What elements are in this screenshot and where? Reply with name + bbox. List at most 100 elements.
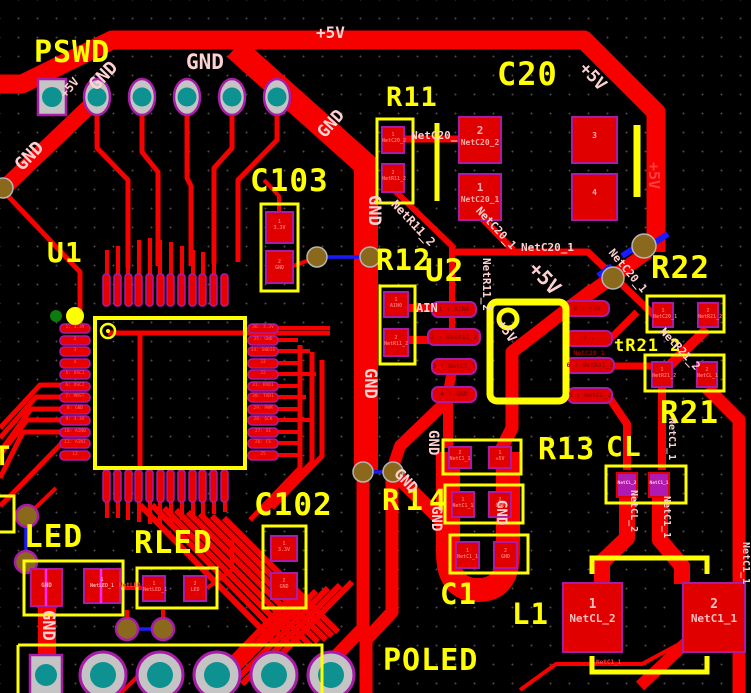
r12-pad-2[interactable] <box>383 328 409 357</box>
label-u2[interactable]: U2 <box>425 253 465 289</box>
label-c102[interactable]: C102 <box>254 487 333 523</box>
label-tr21-2[interactable]: tR21_2 <box>614 336 682 356</box>
c1-outline[interactable] <box>448 533 530 575</box>
r12-pad-1[interactable] <box>383 291 409 318</box>
rled-pad-1[interactable] <box>142 575 166 602</box>
via[interactable] <box>359 246 381 268</box>
c1-pad-2[interactable] <box>493 541 518 569</box>
u2-pad-2[interactable] <box>427 328 481 346</box>
u2-outline[interactable] <box>486 298 570 405</box>
r14-pad-1[interactable] <box>451 491 475 518</box>
via[interactable] <box>601 266 625 290</box>
via[interactable] <box>150 616 176 642</box>
label-l1[interactable]: L1 <box>512 597 549 631</box>
c103-outline[interactable] <box>259 202 300 293</box>
c102-outline[interactable] <box>261 524 308 610</box>
label-partial-t: T <box>0 441 12 472</box>
c103-pad-1[interactable] <box>265 211 294 244</box>
r13-pad-2[interactable] <box>448 446 472 469</box>
trace-netc20-1[interactable] <box>455 248 658 319</box>
label-c20[interactable]: C20 <box>497 55 558 93</box>
via[interactable] <box>382 461 404 483</box>
u1-outline[interactable] <box>93 316 247 470</box>
cl-outline[interactable] <box>604 464 688 505</box>
u2-pad8-text: 8 : +5V <box>573 304 601 312</box>
r13-pad-1[interactable] <box>488 446 512 469</box>
via[interactable] <box>631 233 657 259</box>
cl-pad-1[interactable] <box>616 472 638 498</box>
u2-pad-1[interactable] <box>431 301 477 318</box>
via[interactable] <box>352 461 374 483</box>
r12-outline[interactable] <box>378 284 417 366</box>
pad-crosshair-lines <box>44 569 103 606</box>
u1-pin-label: 29: PWM <box>253 406 273 411</box>
c102-pad-1[interactable] <box>270 535 298 562</box>
connector-pads[interactable] <box>28 77 356 693</box>
l1-pad-1[interactable] <box>562 582 623 653</box>
via[interactable] <box>306 246 328 268</box>
trace-3v3-inner[interactable] <box>108 330 330 468</box>
label-r11[interactable]: R11 <box>386 82 438 113</box>
label-c1[interactable]: C1 <box>440 577 477 611</box>
trace-5v-top[interactable] <box>0 30 666 252</box>
r11-pad-1[interactable] <box>381 126 405 154</box>
label-r12[interactable]: R12 <box>376 243 432 277</box>
trace-bundle-b[interactable] <box>201 579 355 691</box>
label-cl[interactable]: CL <box>606 430 642 463</box>
l1-pad-2[interactable] <box>682 582 746 653</box>
cl-pad-2[interactable] <box>648 472 670 498</box>
u2-pad1-text: 1 : AIN0 <box>438 305 470 313</box>
c102-pad-2[interactable] <box>270 572 298 600</box>
c1-pad-1[interactable] <box>455 541 480 569</box>
r22-outline[interactable] <box>645 294 726 334</box>
led-outline[interactable] <box>22 559 125 617</box>
label-r21[interactable]: R21 <box>660 395 719 431</box>
u1-pin-label: 36: 3.3V <box>252 325 274 330</box>
r21-pad-1[interactable] <box>651 361 673 388</box>
label-pswd[interactable]: PSWD <box>34 35 111 70</box>
label-c103[interactable]: C103 <box>250 163 329 199</box>
u1-pads[interactable] <box>59 273 279 503</box>
via[interactable] <box>14 503 40 529</box>
label-poled[interactable]: POLED <box>383 643 479 678</box>
net-gnd-top: GND <box>186 50 224 74</box>
r11-pad-2[interactable] <box>381 163 405 193</box>
r21-outline[interactable] <box>643 353 726 393</box>
label-r14[interactable]: R14 <box>382 483 453 517</box>
label-rled[interactable]: RLED <box>134 525 213 561</box>
c103-pad-2[interactable] <box>265 250 294 284</box>
rled-outline[interactable] <box>135 566 219 610</box>
led-pad1-text: GND <box>41 582 52 589</box>
c20-pad-1[interactable] <box>458 173 502 221</box>
label-u1[interactable]: U1 <box>47 236 83 269</box>
c20-pad-4[interactable] <box>571 173 618 221</box>
via[interactable] <box>0 177 14 199</box>
u1-pin1-marker <box>99 322 117 340</box>
r14-pad-2[interactable] <box>488 491 512 518</box>
u2-pad-4[interactable] <box>431 386 477 403</box>
r21-pad-2[interactable] <box>696 361 718 388</box>
yellow-dot-marker <box>66 307 84 325</box>
r13-outline[interactable] <box>441 438 523 476</box>
via[interactable] <box>114 616 140 642</box>
label-r22[interactable]: R22 <box>651 250 710 286</box>
net-netr11-2-vert: NetR11_2 <box>480 258 493 311</box>
c20-pad-3[interactable] <box>571 116 618 164</box>
u2-pad-3[interactable] <box>431 358 477 375</box>
net-gnd-vert: GND <box>364 195 384 226</box>
r14-outline[interactable] <box>443 483 525 525</box>
r22-pad-1[interactable] <box>652 302 674 328</box>
rled-pad-2[interactable] <box>183 575 207 602</box>
r22-pad-2[interactable] <box>697 302 719 328</box>
label-led[interactable]: LED <box>24 519 83 555</box>
label-r13[interactable]: R13 <box>538 432 596 467</box>
c20-pad-2[interactable] <box>458 116 502 164</box>
r11-outline[interactable] <box>375 117 415 205</box>
